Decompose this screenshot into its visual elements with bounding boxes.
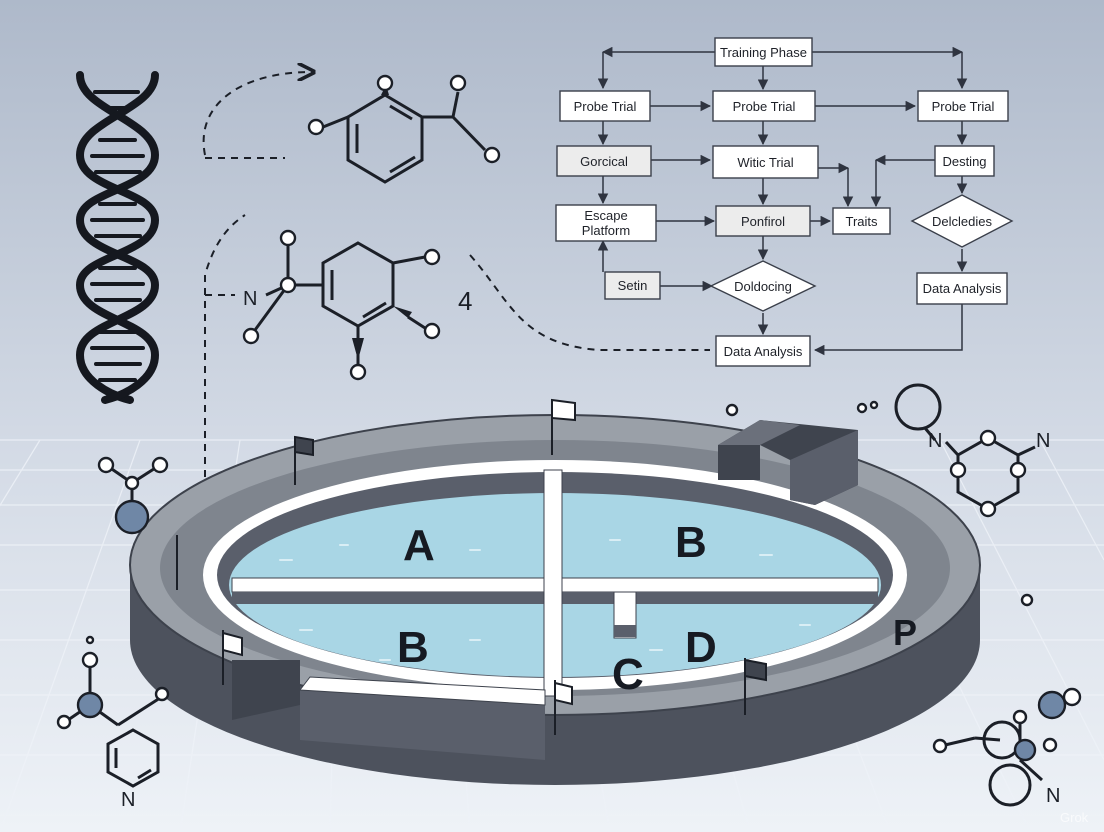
molecule-n-label: N [243,288,257,310]
svg-text:N: N [928,430,942,452]
box-data-analysis-right: Data Analysis [916,272,1008,305]
bottom-left-molecule-icon: N [56,635,170,811]
rim-p-label: P [893,612,917,653]
grok-watermark: Grok [1060,810,1089,825]
svg-text:Probe Trial: Probe Trial [733,99,796,114]
box-setin: Setin [604,271,661,300]
dna-helix-icon [75,71,160,404]
annotation-number-4: 4 [458,286,472,316]
flag-icon [551,398,576,455]
box-escape-platform: Escape Platform [555,204,657,242]
svg-text:Delcledies: Delcledies [932,214,992,229]
svg-text:Doldocing: Doldocing [734,279,792,294]
svg-text:Gorcical: Gorcical [580,154,628,169]
svg-text:Setin: Setin [618,278,648,293]
svg-text:Escape: Escape [584,208,627,223]
svg-text:Witic Trial: Witic Trial [737,155,793,170]
right-molecule-icon: N N [725,383,1050,607]
quadrant-a-label: A [403,521,435,570]
box-desting: Desting [934,145,995,177]
box-ponfirol: Ponfirol [715,205,811,237]
box-probe-trial-center: Probe Trial [712,90,816,122]
benzene-molecule-icon [307,74,501,184]
left-small-molecule-icon [97,456,169,535]
box-training-phase: Training Phase [714,37,813,67]
quadrant-c-label: C [612,650,644,699]
flag-icon [554,680,573,735]
box-probe-trial-right: Probe Trial [917,90,1009,122]
svg-text:Data Analysis: Data Analysis [923,281,1002,296]
svg-text:Training Phase: Training Phase [720,45,807,60]
svg-text:Desting: Desting [942,154,986,169]
box-probe-trial-left: Probe Trial [559,90,651,122]
svg-text:N: N [121,789,135,811]
escape-platform-block [718,420,858,505]
diamond-doldocing: Doldocing [709,260,817,312]
box-data-analysis-bottom: Data Analysis [715,335,811,367]
flow-arrows [597,46,968,356]
svg-text:Data Analysis: Data Analysis [724,344,803,359]
flag-icon [222,630,243,685]
svg-text:Probe Trial: Probe Trial [574,99,637,114]
flag-icon [744,658,767,715]
svg-text:Platform: Platform [582,223,630,238]
box-witic-trial: Witic Trial [712,145,819,179]
quadrant-b-bottom-label: B [397,623,429,672]
water-maze-pool: A B B C D P [129,398,981,785]
box-traits: Traits [832,207,891,235]
svg-text:N: N [1046,785,1060,807]
dashed-connectors [202,72,710,490]
diamond-delcledies: Delcledies [910,194,1014,248]
ring-molecule-icon: N 4 [242,229,472,381]
svg-text:Probe Trial: Probe Trial [932,99,995,114]
quadrant-d-label: D [685,623,717,672]
svg-text:N: N [1036,430,1050,452]
quadrant-b-top-label: B [675,518,707,567]
box-gorcical: Gorcical [556,145,652,177]
svg-text:Ponfirol: Ponfirol [741,214,785,229]
flowchart: Training Phase Probe Trial Probe Trial P… [555,37,1014,367]
bottom-right-molecule-icon: N [932,687,1082,807]
flag-icon [294,435,314,485]
svg-text:Traits: Traits [845,214,878,229]
